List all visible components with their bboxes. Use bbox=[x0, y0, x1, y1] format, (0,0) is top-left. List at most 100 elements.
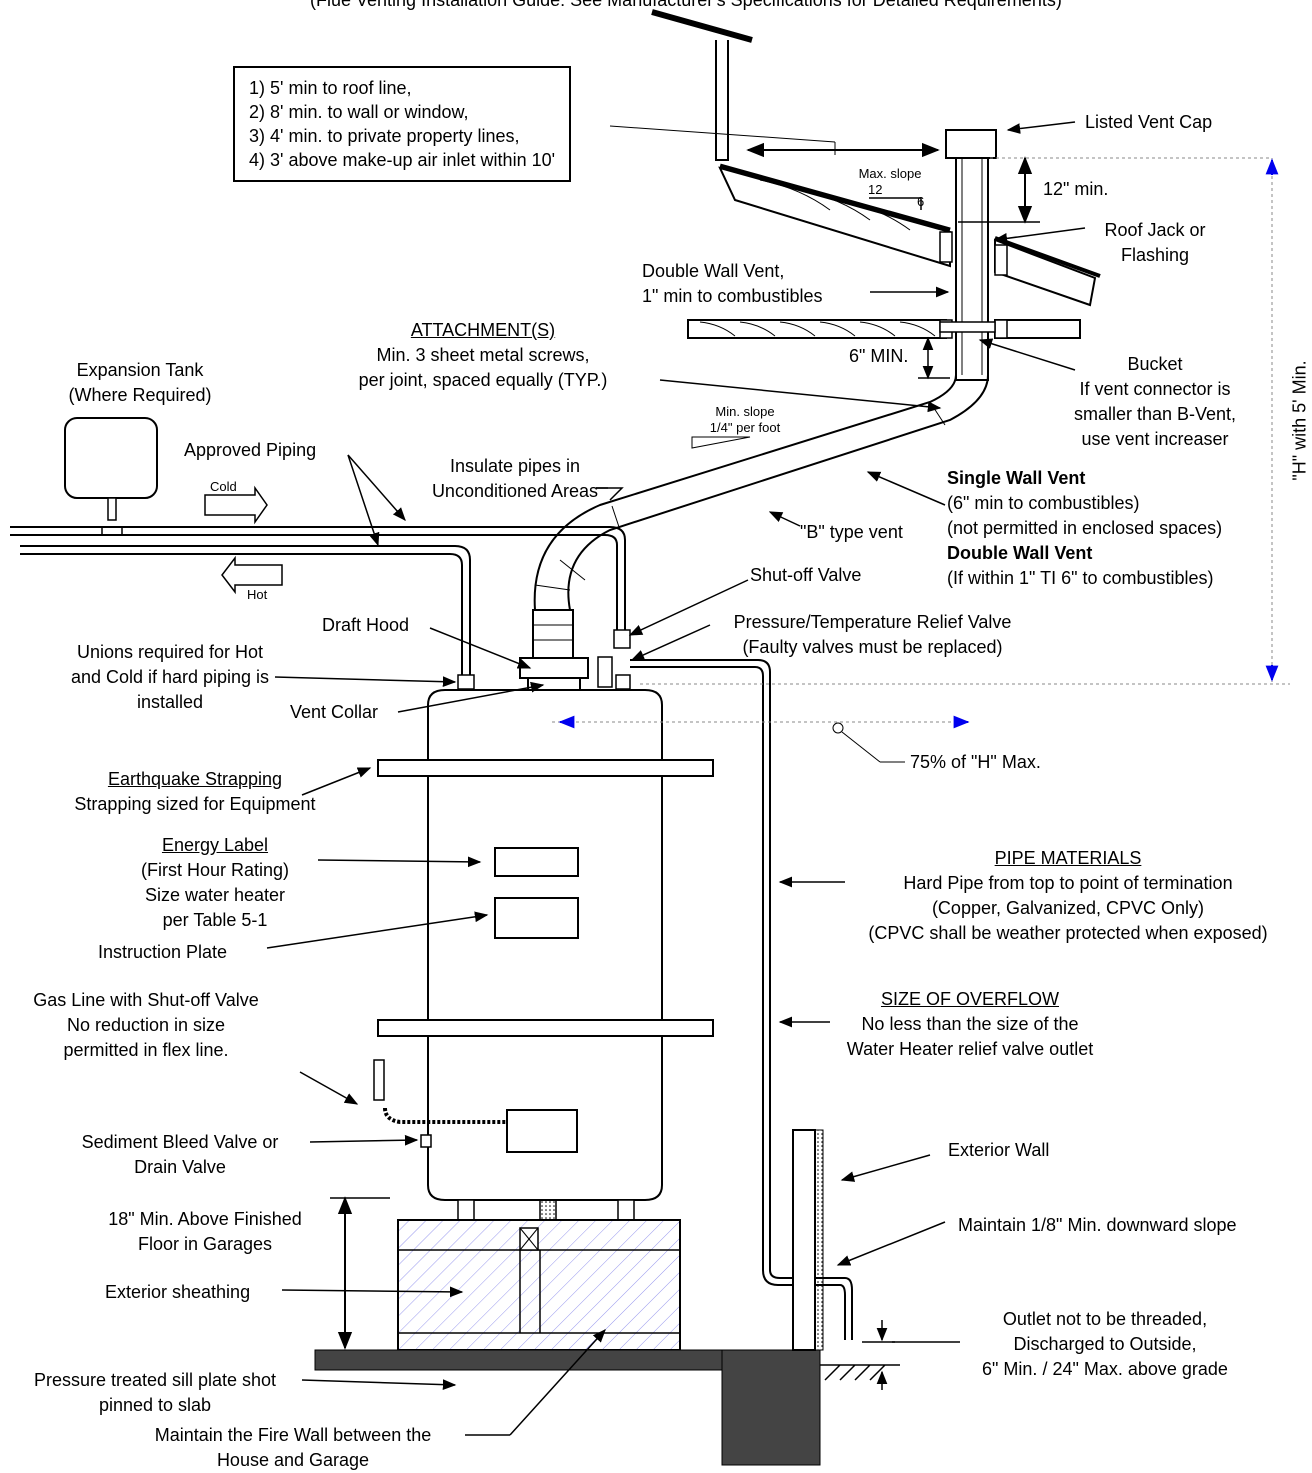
vent-collar-label: Vent Collar bbox=[290, 700, 378, 725]
gas-line-line: Gas Line with Shut-off Valve bbox=[5, 988, 287, 1013]
eighteen-label: 18" Min. Above Finished Floor in Garages bbox=[80, 1207, 330, 1257]
hot-label: Hot bbox=[247, 587, 267, 603]
six-min-label: 6" MIN. bbox=[849, 344, 908, 369]
min-slope-line: Min. slope bbox=[685, 404, 805, 420]
clearance-line: 2) 8' min. to wall or window, bbox=[249, 100, 555, 124]
single-wall-line: (not permitted in enclosed spaces) bbox=[947, 516, 1222, 541]
cold-pipe bbox=[10, 488, 625, 630]
approved-piping-label: Approved Piping bbox=[184, 438, 316, 463]
bucket-label: Bucket If vent connector is smaller than… bbox=[1070, 352, 1240, 452]
pipe-materials-line: (Copper, Galvanized, CPVC Only) bbox=[838, 896, 1298, 921]
sill-plate-line: Pressure treated sill plate shot bbox=[5, 1368, 305, 1393]
fire-wall-label: Maintain the Fire Wall between the House… bbox=[118, 1423, 468, 1473]
b-type-label: "B" type vent bbox=[800, 520, 903, 545]
platform bbox=[398, 1220, 680, 1350]
max-slope-num: 12 bbox=[868, 182, 882, 198]
double-wall-line: (If within 1" TI 6" to combustibles) bbox=[947, 566, 1222, 591]
clearance-box: 1) 5' min to roof line, 2) 8' min. to wa… bbox=[233, 66, 571, 182]
single-wall-line: (6" min to combustibles) bbox=[947, 491, 1222, 516]
single-wall-title: Single Wall Vent bbox=[947, 466, 1222, 491]
attachment-line: per joint, spaced equally (TYP.) bbox=[333, 368, 633, 393]
earthquake-label: Earthquake Strapping Strapping sized for… bbox=[45, 767, 345, 817]
h-min-label: "H" with 5' Min. bbox=[1288, 316, 1312, 526]
roof-jack-line: Flashing bbox=[1080, 243, 1230, 268]
outlet-line: 6" Min. / 24" Max. above grade bbox=[955, 1357, 1255, 1382]
roof-jack-label: Roof Jack or Flashing bbox=[1080, 218, 1230, 268]
bucket-line: use vent increaser bbox=[1070, 427, 1240, 452]
energy-title: Energy Label bbox=[115, 833, 315, 858]
unions-label: Unions required for Hot and Cold if hard… bbox=[45, 640, 295, 715]
shutoff-label: Shut-off Valve bbox=[750, 563, 861, 588]
seventy-five-label: 75% of "H" Max. bbox=[910, 750, 1041, 775]
exterior-wall-label: Exterior Wall bbox=[948, 1138, 1049, 1163]
gas-line-line: No reduction in size bbox=[5, 1013, 287, 1038]
attachment-title: ATTACHMENT(S) bbox=[333, 318, 633, 343]
double-wall-title: Double Wall Vent bbox=[947, 541, 1222, 566]
instruction-plate-label: Instruction Plate bbox=[98, 940, 227, 965]
maintain-slope-label: Maintain 1/8" Min. downward slope bbox=[958, 1213, 1237, 1238]
vent-cap-label: Listed Vent Cap bbox=[1085, 110, 1212, 135]
fire-wall-line: Maintain the Fire Wall between the bbox=[118, 1423, 468, 1448]
sill-plate-line: pinned to slab bbox=[5, 1393, 305, 1418]
earthquake-title: Earthquake Strapping bbox=[45, 767, 345, 792]
roof-jack-line: Roof Jack or bbox=[1080, 218, 1230, 243]
sediment-line: Drain Valve bbox=[50, 1155, 310, 1180]
draft-hood bbox=[520, 658, 588, 690]
expansion-tank-label: Expansion Tank (Where Required) bbox=[55, 358, 225, 408]
double-wall-top-line: 1" min to combustibles bbox=[642, 284, 822, 309]
energy-line: per Table 5-1 bbox=[115, 908, 315, 933]
double-wall-top-line: Double Wall Vent, bbox=[642, 259, 822, 284]
energy-line: (First Hour Rating) bbox=[115, 858, 315, 883]
attachment-label: ATTACHMENT(S) Min. 3 sheet metal screws,… bbox=[333, 318, 633, 393]
bucket-line: smaller than B-Vent, bbox=[1070, 402, 1240, 427]
insulate-line: Unconditioned Areas bbox=[415, 479, 615, 504]
sill-plate-label: Pressure treated sill plate shot pinned … bbox=[5, 1368, 305, 1418]
bucket-line: Bucket bbox=[1070, 352, 1240, 377]
cold-label: Cold bbox=[210, 479, 237, 495]
max-slope-label: Max. slope bbox=[840, 166, 940, 182]
energy-line: Size water heater bbox=[115, 883, 315, 908]
eighteen-line: Floor in Garages bbox=[80, 1232, 330, 1257]
draft-hood-label: Draft Hood bbox=[322, 613, 409, 638]
sediment-label: Sediment Bleed Valve or Drain Valve bbox=[50, 1130, 310, 1180]
gas-line-label: Gas Line with Shut-off Valve No reductio… bbox=[5, 988, 287, 1063]
clearance-line: 1) 5' min to roof line, bbox=[249, 76, 555, 100]
unions-line: installed bbox=[45, 690, 295, 715]
insulate-line: Insulate pipes in bbox=[415, 454, 615, 479]
pt-relief-label: Pressure/Temperature Relief Valve (Fault… bbox=[700, 610, 1045, 660]
outlet-line: Discharged to Outside, bbox=[955, 1332, 1255, 1357]
sediment-line: Sediment Bleed Valve or bbox=[50, 1130, 310, 1155]
bucket-line: If vent connector is bbox=[1070, 377, 1240, 402]
min-slope-line: 1/4" per foot bbox=[685, 420, 805, 436]
water-heater-tank bbox=[374, 690, 713, 1220]
pipe-materials-label: PIPE MATERIALS Hard Pipe from top to poi… bbox=[838, 846, 1298, 946]
pipe-materials-line: (CPVC shall be weather protected when ex… bbox=[838, 921, 1298, 946]
overflow-line: Water Heater relief valve outlet bbox=[820, 1037, 1120, 1062]
expansion-tank bbox=[65, 418, 157, 535]
expansion-tank-line: Expansion Tank bbox=[55, 358, 225, 383]
clearance-line: 4) 3' above make-up air inlet within 10' bbox=[249, 148, 555, 172]
energy-label: Energy Label (First Hour Rating) Size wa… bbox=[115, 833, 315, 933]
overflow-title: SIZE OF OVERFLOW bbox=[820, 987, 1120, 1012]
earthquake-line: Strapping sized for Equipment bbox=[45, 792, 345, 817]
unions-line: Unions required for Hot bbox=[45, 640, 295, 665]
double-wall-top-label: Double Wall Vent, 1" min to combustibles bbox=[642, 259, 822, 309]
sheathing-label: Exterior sheathing bbox=[105, 1280, 250, 1305]
expansion-tank-line: (Where Required) bbox=[55, 383, 225, 408]
gas-line-line: permitted in flex line. bbox=[5, 1038, 287, 1063]
single-wall-label: Single Wall Vent (6" min to combustibles… bbox=[947, 466, 1222, 591]
pt-relief-line: (Faulty valves must be replaced) bbox=[700, 635, 1045, 660]
outlet-line: Outlet not to be threaded, bbox=[955, 1307, 1255, 1332]
pt-relief-line: Pressure/Temperature Relief Valve bbox=[700, 610, 1045, 635]
fire-wall-line: House and Garage bbox=[118, 1448, 468, 1473]
min-slope-label: Min. slope 1/4" per foot bbox=[685, 404, 805, 436]
overflow-line: No less than the size of the bbox=[820, 1012, 1120, 1037]
exterior-wall-drawing bbox=[793, 1130, 823, 1350]
insulate-label: Insulate pipes in Unconditioned Areas bbox=[415, 454, 615, 504]
clearance-line: 3) 4' min. to private property lines, bbox=[249, 124, 555, 148]
ceiling bbox=[688, 320, 1080, 338]
pipe-materials-line: Hard Pipe from top to point of terminati… bbox=[838, 871, 1298, 896]
chimney-top bbox=[610, 12, 835, 160]
max-slope-den: 6 bbox=[917, 194, 924, 210]
outlet-label: Outlet not to be threaded, Discharged to… bbox=[955, 1307, 1255, 1382]
